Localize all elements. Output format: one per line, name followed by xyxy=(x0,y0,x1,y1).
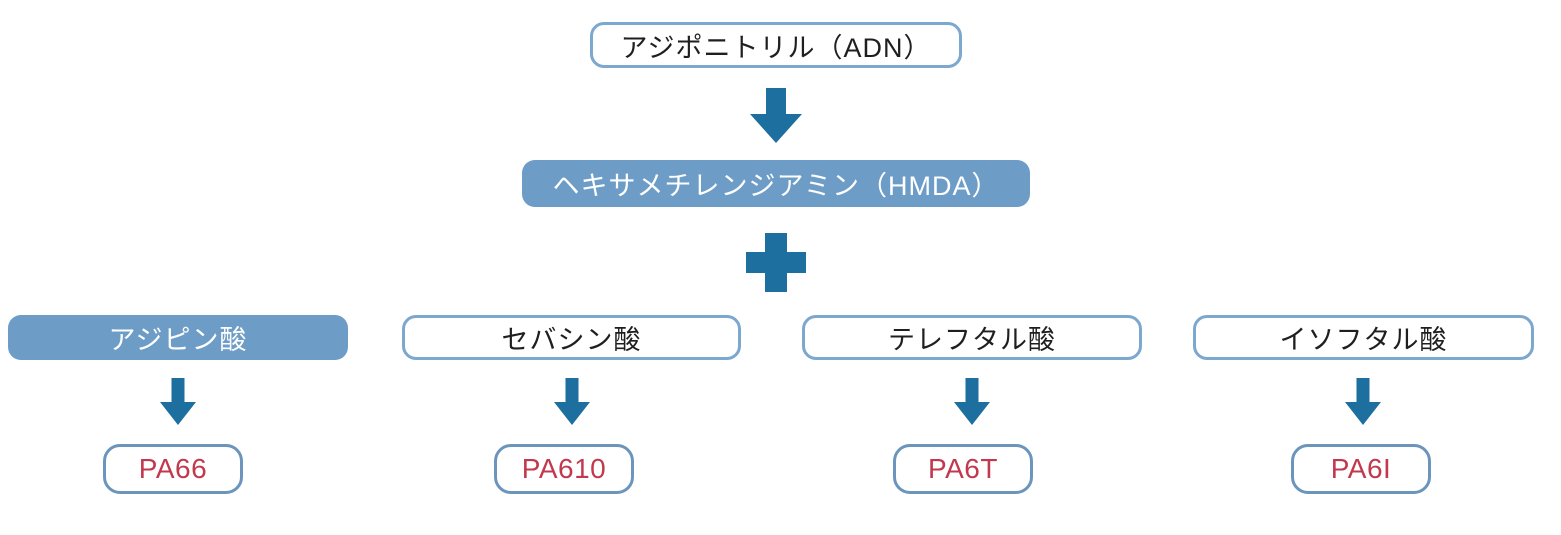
node-adipic-acid: アジピン酸 xyxy=(8,315,348,360)
down-arrow-icon xyxy=(554,378,590,425)
node-product-pa6t: PA6T xyxy=(893,444,1033,494)
node-product-pa6i: PA6I xyxy=(1291,444,1431,494)
down-arrow-icon xyxy=(750,88,802,143)
node-isophthalic-acid: イソフタル酸 xyxy=(1193,315,1534,360)
node-sebacic-acid: セバシン酸 xyxy=(402,315,741,360)
plus-icon xyxy=(746,233,806,292)
node-product-pa610: PA610 xyxy=(494,444,634,494)
down-arrow-icon xyxy=(1345,378,1381,425)
node-adiponitrile-adn: アジポニトリル（ADN） xyxy=(590,22,962,68)
down-arrow-icon xyxy=(954,378,990,425)
node-terephthalic-acid: テレフタル酸 xyxy=(802,315,1142,360)
down-arrow-icon xyxy=(160,378,196,425)
node-hexamethylenediamine-hmda: ヘキサメチレンジアミン（HMDA） xyxy=(522,160,1030,207)
node-product-pa66: PA66 xyxy=(103,444,243,494)
